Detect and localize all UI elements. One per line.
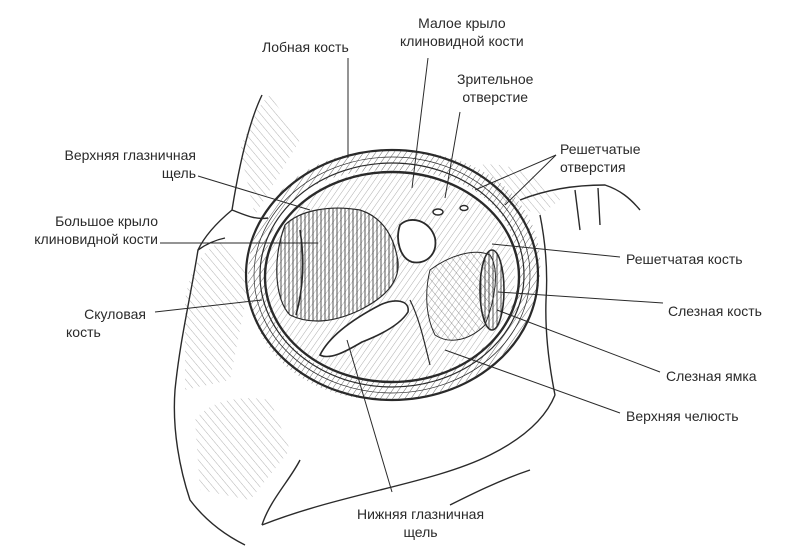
skull-outline bbox=[173, 94, 641, 546]
label-zygomatic-bone: Скуловая кость bbox=[66, 306, 146, 340]
ethmoid-foramina bbox=[432, 204, 469, 216]
label-inferior-orbital-fissure: Нижняя глазничная щель bbox=[357, 506, 485, 540]
label-lacrimal-fossa: Слезная ямка bbox=[666, 368, 757, 384]
label-greater-wing: Большое крыло клиновидной кости bbox=[34, 213, 158, 247]
label-frontal-bone: Лобная кость bbox=[262, 39, 349, 55]
label-optic-canal: Зрительное отверстие bbox=[457, 71, 534, 105]
label-ethmoid-bone: Решетчатая кость bbox=[626, 251, 743, 267]
label-maxilla: Верхняя челюсть bbox=[626, 408, 739, 424]
label-ethmoid-foramina: Решетчатые отверстия bbox=[560, 141, 641, 175]
label-lacrimal-bone: Слезная кость bbox=[668, 303, 762, 319]
skull-hatching bbox=[185, 95, 560, 500]
orbit-walls bbox=[265, 170, 515, 380]
label-lesser-wing: Малое крыло клиновидной кости bbox=[400, 15, 524, 49]
label-superior-orbital-fissure: Верхняя глазничная щель bbox=[64, 147, 197, 181]
leader-lines bbox=[154, 57, 664, 493]
